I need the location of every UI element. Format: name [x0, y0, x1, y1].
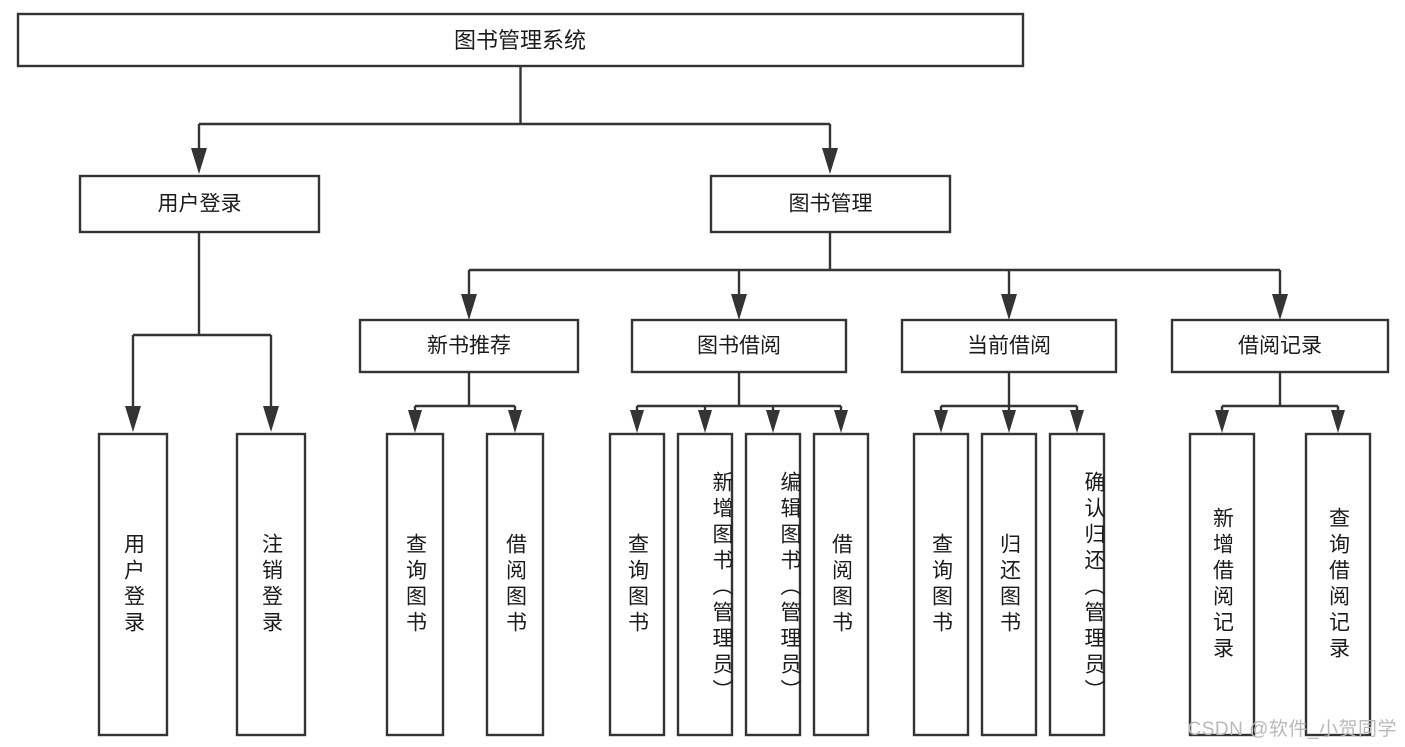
arrow-head-borrowrecord-l1: [1215, 410, 1229, 433]
node-box-user-login[interactable]: [78, 174, 321, 234]
leaf-box-bookborrow-add[interactable]: [676, 432, 734, 737]
connector-group-newbook: [408, 372, 522, 433]
leaf-box-newbook-query[interactable]: [385, 432, 445, 737]
leaf-box-currentborrow-query[interactable]: [912, 432, 970, 737]
arrow-head-bookborrow-l1: [630, 410, 644, 433]
connector-group-currentborrow: [934, 372, 1084, 433]
leaf-box-currentborrow-return[interactable]: [980, 432, 1038, 737]
node-label-current-borrow: 当前借阅: [967, 335, 1051, 358]
arrow-head-bookborrow: [731, 294, 747, 320]
arrow-head-newbook: [461, 294, 477, 320]
arrow-head-newbook-l2: [508, 410, 522, 433]
watermark-text: CSDN @软件_小贺同学: [1187, 719, 1397, 740]
arrow-head-userlogin-child1: [125, 406, 141, 432]
leaf-box-borrowrecord-add[interactable]: [1188, 432, 1256, 737]
connector-group-bookmanage: [461, 232, 1288, 320]
leaf-box-bookborrow-edit[interactable]: [744, 432, 802, 737]
leaf-box-bookborrow-query[interactable]: [608, 432, 666, 737]
arrow-head-bookborrow-l2: [698, 410, 712, 433]
arrow-head-newbook-l1: [408, 410, 422, 433]
connector-group-userlogin: [125, 232, 279, 432]
connector-group-borrowrecord: [1215, 372, 1345, 433]
arrow-head-currentborrow-l3: [1070, 410, 1084, 433]
node-label-user-login: 用户登录: [158, 193, 242, 216]
connector-group-bookborrow: [630, 372, 848, 433]
node-label-root: 图书管理系统: [454, 28, 586, 53]
arrow-head-borrowrecord: [1272, 294, 1288, 320]
node-box-borrow-record[interactable]: [1170, 318, 1390, 374]
connector-group-root: [191, 66, 838, 174]
node-box-book-manage[interactable]: [709, 174, 952, 234]
leaf-box-user-login-logout[interactable]: [235, 432, 307, 737]
node-label-borrow-record: 借阅记录: [1238, 335, 1322, 358]
node-box-current-borrow[interactable]: [900, 318, 1118, 374]
node-box-book-borrow[interactable]: [630, 318, 848, 374]
arrow-head-currentborrow: [1001, 294, 1017, 320]
arrow-head-currentborrow-l2: [1002, 410, 1016, 433]
arrow-head-bookborrow-l3: [766, 410, 780, 433]
node-box-root[interactable]: [16, 12, 1025, 68]
arrow-head-currentborrow-l1: [934, 410, 948, 433]
arrow-head-userlogin: [191, 148, 207, 174]
leaf-box-newbook-borrow[interactable]: [485, 432, 545, 737]
leaf-box-currentborrow-confirm[interactable]: [1048, 432, 1106, 737]
arrow-head-bookborrow-l4: [834, 410, 848, 433]
arrow-head-borrowrecord-l2: [1331, 410, 1345, 433]
node-label-book-manage: 图书管理: [789, 193, 873, 216]
leaf-box-bookborrow-borrow[interactable]: [812, 432, 870, 737]
node-label-book-borrow: 图书借阅: [697, 335, 781, 358]
node-box-new-book-recommend[interactable]: [358, 318, 580, 374]
arrow-head-userlogin-child2: [263, 406, 279, 432]
leaf-box-borrowrecord-query[interactable]: [1304, 432, 1372, 737]
node-label-new-book-recommend: 新书推荐: [427, 335, 511, 358]
arrow-head-bookmanage: [822, 148, 838, 174]
leaf-box-user-login-login[interactable]: [97, 432, 169, 737]
